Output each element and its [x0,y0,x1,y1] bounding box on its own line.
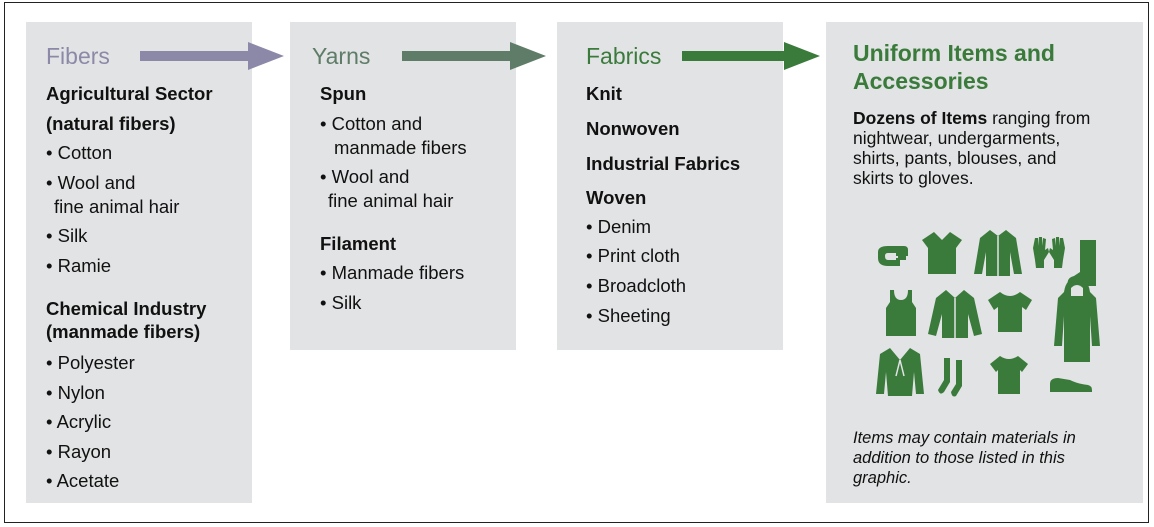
yarns-to-fabrics-arrow [402,42,546,70]
list-item: manmade fibers [334,137,467,158]
list-item: • Print cloth [586,245,680,266]
list-item: • Wool and [46,172,136,193]
list-item: • Silk [320,292,362,313]
fabric-type: Industrial Fabrics [586,153,741,174]
gloves-icon [1031,236,1067,270]
spun-heading: Spun [320,83,367,104]
list-item: • Cotton [46,142,113,163]
list-item: • Acetate [46,470,120,491]
shirt-icon [988,354,1030,396]
yarns-box: Yarns Spun • Cotton and manmade fibers •… [290,22,516,350]
items-note-line: graphic. [853,469,912,487]
fibers-box: Fibers Agricultural Sector (natural fibe… [26,22,252,503]
items-desc-text: shirts, pants, blouses, and [853,148,1057,168]
list-item: • Wool and [320,166,410,187]
socks-icon [936,356,968,398]
tank-top-icon [884,288,918,338]
list-item: • Nylon [46,382,105,403]
items-title-line-2: Accessories [853,68,989,94]
agri-subheading: (natural fibers) [46,113,176,134]
fabrics-to-items-arrow [682,42,820,70]
list-item: fine animal hair [54,196,180,217]
fabrics-box: Fabrics Knit Nonwoven Industrial Fabrics… [557,22,783,350]
list-item: • Ramie [46,255,112,276]
items-box: Uniform Items and Accessories Dozens of … [826,22,1143,503]
list-item: • Silk [46,225,88,246]
items-desc-text: nightwear, undergarments, [853,128,1061,148]
vest-icon [920,230,964,276]
agri-heading: Agricultural Sector [46,83,213,104]
fabrics-title: Fabrics [586,43,662,69]
shoe-icon [1048,376,1094,394]
fabric-type: Knit [586,83,622,104]
list-item: • Polyester [46,352,135,373]
list-item: • Acrylic [46,411,112,432]
items-note: Items may contain materials in addition … [853,428,1076,488]
filament-heading: Filament [320,233,397,254]
fibers-title: Fibers [46,43,110,69]
list-item: fine animal hair [328,190,454,211]
items-desc-bold: Dozens of Items [853,108,988,128]
hoodie-icon [1052,276,1102,362]
items-desc-text: skirts to gloves. [853,168,974,188]
fibers-to-yarns-arrow [140,42,284,70]
list-item: • Cotton and [320,113,423,134]
items-desc-text: ranging from [987,108,1091,128]
items-note-line: Items may contain materials in [853,429,1076,447]
items-title-line-1: Uniform Items and [853,40,1055,66]
yarns-title: Yarns [312,43,371,69]
list-item: • Rayon [46,441,112,462]
jacket-icon [972,228,1024,278]
list-item: • Denim [586,216,652,237]
items-description: Dozens of Items ranging from nightwear, … [853,108,1090,188]
chem-subheading: (manmade fibers) [46,321,201,342]
list-item: • Broadcloth [586,275,687,296]
list-item: • Manmade fibers [320,262,465,283]
blazer-icon [874,346,926,398]
boot-icon [1064,238,1100,290]
t-shirt-icon [986,290,1034,334]
list-item: • Sheeting [586,305,671,326]
belt-icon [874,244,910,272]
items-note-line: addition to those listed in this [853,449,1065,467]
coat-icon [926,288,984,340]
chem-heading: Chemical Industry [46,298,207,319]
fabric-type: Woven [586,187,647,208]
fabric-type: Nonwoven [586,118,680,139]
